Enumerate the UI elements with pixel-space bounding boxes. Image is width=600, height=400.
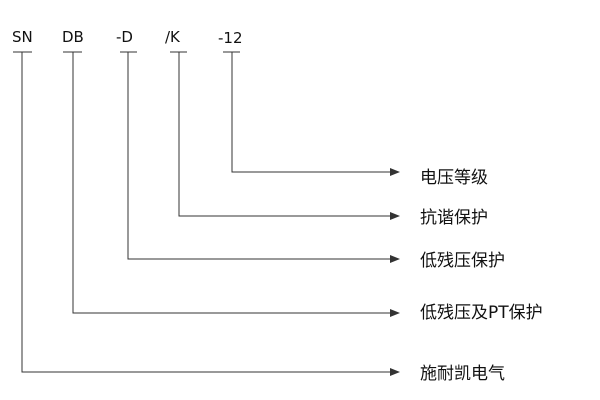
description-label-d: 低残压保护 [420,251,505,271]
segment-sn: SN 施耐凯电气 [12,28,505,384]
leader-line-k [178,52,390,217]
segment-k: /K 抗谐保护 [165,28,488,228]
arrowhead-d [390,255,400,263]
code-label-12: -12 [218,29,243,47]
arrowhead-db [390,309,400,317]
arrowhead-sn [390,368,400,376]
leader-line-sn [21,52,390,373]
leader-line-12 [231,52,390,173]
description-label-k: 抗谐保护 [420,208,488,228]
segment-db: DB 低残压及PT保护 [62,28,543,323]
code-label-sn: SN [12,28,33,46]
leader-line-d [127,52,390,260]
code-label-db: DB [62,28,84,46]
code-label-k: /K [165,28,181,46]
code-label-d: -D [116,28,133,46]
arrowhead-k [390,212,400,220]
description-label-12: 电压等级 [420,168,488,188]
leader-line-db [72,52,390,314]
description-label-sn: 施耐凯电气 [420,364,505,384]
segment-d: -D 低残压保护 [116,28,505,271]
arrowhead-12 [390,168,400,176]
description-label-db: 低残压及PT保护 [420,303,543,323]
segment-12: -12 电压等级 [218,29,488,188]
